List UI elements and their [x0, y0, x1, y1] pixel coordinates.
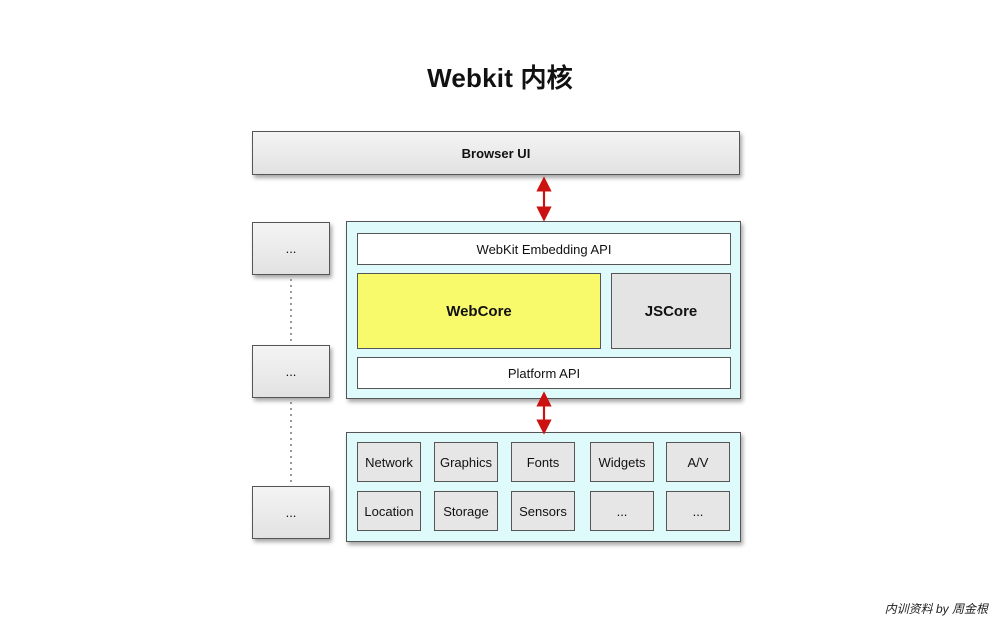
side-box-top: ...	[252, 222, 330, 275]
footer-credit: 内训资料 by 周金根	[884, 602, 988, 616]
module-graphics: Graphics	[434, 442, 498, 482]
module-storage: Storage	[434, 491, 498, 531]
platform-api-box: Platform API	[357, 357, 731, 389]
module-network: Network	[357, 442, 421, 482]
browser-ui-box: Browser UI	[252, 131, 740, 175]
module-av: A/V	[666, 442, 730, 482]
side-box-middle: ...	[252, 345, 330, 398]
webcore-box: WebCore	[357, 273, 601, 349]
module-fonts: Fonts	[511, 442, 575, 482]
module-more-2: ...	[666, 491, 730, 531]
module-location: Location	[357, 491, 421, 531]
side-box-bottom: ...	[252, 486, 330, 539]
diagram-title: Webkit 内核	[427, 63, 573, 93]
jscore-box: JSCore	[611, 273, 731, 349]
module-more-1: ...	[590, 491, 654, 531]
embedding-api-box: WebKit Embedding API	[357, 233, 731, 265]
module-sensors: Sensors	[511, 491, 575, 531]
module-widgets: Widgets	[590, 442, 654, 482]
